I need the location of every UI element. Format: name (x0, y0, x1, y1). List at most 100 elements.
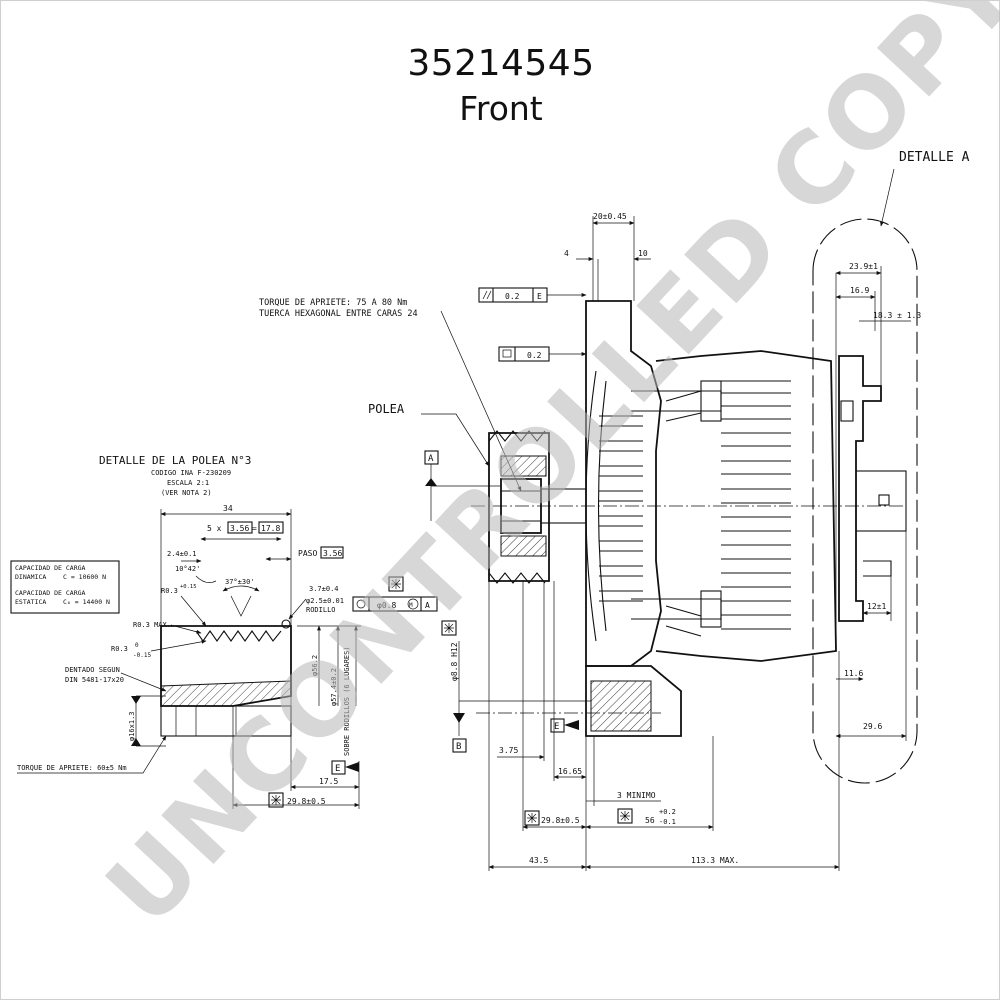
cooling-fins (599, 380, 791, 637)
asterisk-icon (620, 811, 630, 821)
leader (150, 639, 207, 652)
dim-17-5: 17.5 (319, 777, 338, 786)
r03-left: R0.3 (111, 645, 128, 653)
torque-line-2: TUERCA HEXAGONAL ENTRE CARAS 24 (259, 309, 418, 319)
part-number-title: 35214545 (407, 43, 595, 84)
housing-curve (597, 380, 607, 632)
dim-3-75: 3.75 (499, 746, 518, 755)
pulley-code: CODIGO INA F-230209 (151, 469, 231, 477)
dim-16-65: 16.65 (558, 767, 582, 776)
datum-a-box (424, 450, 439, 465)
detail-a-leader (880, 168, 895, 227)
asterisk-icon (391, 579, 401, 589)
dim-12: 12±1 (867, 602, 886, 611)
datum-e: E (554, 722, 559, 732)
datum-e-triangle (564, 720, 579, 730)
datum-b-triangle (453, 713, 465, 723)
dim-56-upper: +0.2 (659, 808, 676, 816)
dim-56: 56 (645, 816, 655, 825)
dim-11-6: 11.6 (844, 669, 863, 678)
pulley-note: (VER NOTA 2) (161, 489, 212, 497)
polea-leader (421, 413, 490, 467)
asterisk-icon (444, 623, 454, 633)
leader (120, 672, 167, 692)
datum-e-box-detail (331, 760, 346, 775)
position-modifier: M (409, 602, 413, 609)
asterisk-icon (271, 795, 281, 805)
angle-10: 10°42' (175, 565, 200, 573)
leader (180, 595, 207, 627)
datum-a: A (428, 454, 434, 464)
special-char-symbol (524, 810, 540, 826)
special-char-symbol (617, 808, 633, 824)
torque-line-1: TORQUE DE APRIETE: 75 A 80 Nm (259, 298, 407, 308)
dyn-type: DINAMICA (15, 573, 46, 581)
dim-20: 20±0.45 (593, 212, 627, 221)
dim-2-4: 2.4±0.1 (167, 550, 197, 558)
over-rollers: SOBRE RODILLOS (6 LUGARES) (343, 646, 351, 756)
dim-29-8-detail: 29.8±0.5 (287, 797, 326, 806)
paso-box (320, 546, 344, 559)
angle-arc (195, 575, 217, 583)
svg-text:=: = (252, 524, 257, 533)
pitch-count: 5 x (207, 524, 222, 533)
datum-b: B (456, 742, 461, 752)
flatness-tolerance-frame: 0.2 (498, 346, 587, 362)
dim-56-2: φ56.2 (311, 655, 319, 676)
polea-label: POLEA (368, 402, 405, 416)
r03-top-tol: +0.15 (180, 584, 197, 590)
min-3: 3 MINIMO (617, 791, 656, 800)
dim-23-9: 23.9±1 (849, 262, 878, 271)
runout-datum: E (537, 292, 542, 301)
dim-10: 10 (638, 249, 648, 258)
r03-tol-a: 0 (135, 642, 139, 649)
special-char-symbol (268, 792, 284, 808)
angle-37: 37°±30' (225, 578, 255, 586)
alternator-front-view: TORQUE DE APRIETE: 75 A 80 Nm TUERCA HEX… (259, 212, 906, 871)
datum-b-box (452, 738, 467, 753)
view-subtitle: Front (459, 89, 543, 128)
dim-4: 4 (564, 249, 569, 258)
datum-a-triangle (425, 478, 437, 486)
connector-pin (878, 494, 890, 506)
stat-label: CAPACIDAD DE CARGA (15, 589, 86, 597)
detail-a-outline (812, 218, 918, 784)
pulley-torque: TORQUE DE APRIETE: 60±5 Nm (17, 764, 127, 772)
pulley-detail: DETALLE DE LA POLEA N°3 CODIGO INA F-230… (10, 454, 361, 809)
dyn-label: CAPACIDAD DE CARGA (15, 564, 86, 572)
torque-leader (440, 310, 522, 492)
terminal-bolt (863, 560, 892, 577)
dyn-value: C = 10600 N (63, 573, 106, 581)
dim-29-6: 29.6 (863, 722, 882, 731)
dim-43-5: 43.5 (529, 856, 548, 865)
roller-label: RODILLO (306, 606, 336, 614)
pulley-hub-section (500, 535, 547, 557)
mounting-ear (585, 665, 682, 737)
roller-circle (281, 619, 291, 629)
dim-29-8-main: 29.8±0.5 (541, 816, 580, 825)
mounting-ear-section (590, 680, 652, 732)
paso-box-val: 3.56 (323, 549, 342, 558)
terminal-stud (840, 400, 854, 422)
bolt-head (700, 590, 722, 628)
dim-56-lower: -0.1 (659, 818, 676, 826)
runout-tolerance-frame: 0.2 E (478, 287, 587, 303)
rear-housing (655, 350, 837, 662)
pulley-detail-title: DETALLE DE LA POLEA N°3 (99, 454, 251, 467)
dim-16-9: 16.9 (850, 286, 869, 295)
angle-arc (222, 585, 260, 592)
datum-e-detail: E (335, 764, 340, 774)
special-char-symbol (441, 620, 457, 636)
shaft (540, 488, 587, 524)
r03-tol-b: -0.15 (133, 652, 151, 659)
detail-a: DETALLE A 23.9±1 16.9 18.3 ± 1.3 12±1 11… (812, 150, 970, 784)
total-box-val: 17.8 (261, 524, 280, 533)
position-tolerance-frame: φ0.8 M A (352, 596, 438, 612)
dim-113-3: 113.3 MAX. (691, 856, 739, 865)
dim-16: φ16x1.3 (128, 711, 136, 741)
gear-label: DENTADO SEGUN (65, 666, 120, 674)
dim-3-7: 3.7±0.4 (309, 585, 339, 593)
leader (170, 624, 202, 634)
paso-label: PASO (298, 549, 317, 558)
